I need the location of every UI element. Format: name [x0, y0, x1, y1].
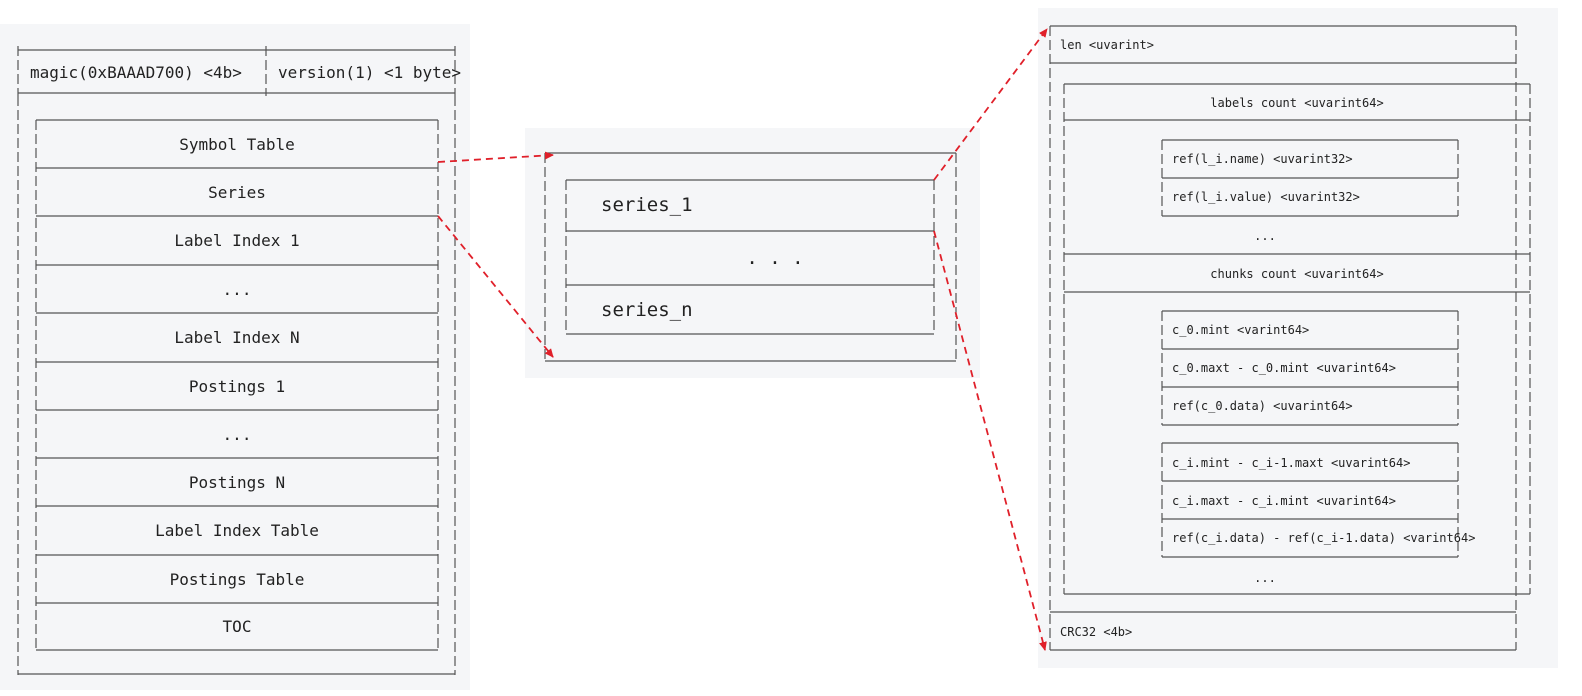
chunki-maxt-label: c_i.maxt - c_i.mint <uvarint64> — [1172, 494, 1396, 508]
series-entry-panel — [1038, 8, 1558, 668]
labels-ellipsis-label: ... — [1254, 229, 1276, 243]
index-section-label: Postings N — [188, 472, 286, 492]
index-section-6: ... — [36, 410, 438, 458]
index-section-label: Label Index N — [174, 328, 300, 347]
index-section-1: Series — [36, 168, 438, 216]
index-section-label: Postings Table — [169, 569, 305, 589]
index-section-label: ... — [222, 424, 252, 444]
label-ref-value: ref(l_i.value) <uvarint32> — [1162, 179, 1458, 215]
labels-count-field: labels count <uvarint64> — [1064, 86, 1530, 120]
arrow-series1-to-entry-bottom — [933, 230, 1047, 651]
index-section-label: ... — [222, 279, 252, 299]
label-ref-value-label: ref(l_i.value) <uvarint32> — [1172, 190, 1360, 204]
chunk0-ref: ref(c_0.data) <uvarint64> — [1162, 388, 1458, 424]
chunk0-maxt: c_0.maxt - c_0.mint <uvarint64> — [1162, 350, 1458, 386]
label-ref-name-label: ref(l_i.name) <uvarint32> — [1172, 152, 1353, 166]
index-section-9: Postings Table — [36, 555, 438, 603]
index-format-panel — [0, 24, 470, 690]
series-entry-ellipsis-label: . . . — [746, 247, 804, 269]
version-field: version(1) <1 byte> — [268, 52, 461, 92]
series-entry-last: series_n — [566, 286, 934, 334]
len-field: len <uvarint> — [1050, 28, 1516, 62]
index-section-8: Label Index Table — [36, 506, 438, 555]
chunki-mint-label: c_i.mint - c_i-1.maxt <uvarint64> — [1172, 456, 1411, 470]
chunks-ellipsis: ... — [1162, 566, 1368, 590]
chunk0-ref-label: ref(c_0.data) <uvarint64> — [1172, 399, 1353, 413]
series-entry-last-label: series_n — [601, 299, 693, 321]
chunki-mint: c_i.mint - c_i-1.maxt <uvarint64> — [1162, 444, 1458, 482]
crc-field: CRC32 <4b> — [1050, 614, 1516, 650]
series-entry-first-label: series_1 — [601, 194, 693, 216]
labels-count-label: labels count <uvarint64> — [1210, 96, 1384, 110]
len-label: len <uvarint> — [1060, 38, 1154, 52]
series-entry-first: series_1 — [566, 180, 934, 230]
index-section-label: Label Index Table — [155, 521, 319, 540]
index-section-4: Label Index N — [36, 313, 438, 362]
index-section-label: Symbol Table — [179, 134, 295, 154]
index-section-2: Label Index 1 — [36, 216, 438, 265]
index-section-7: Postings N — [36, 458, 438, 506]
index-section-label: Label Index 1 — [174, 231, 300, 250]
arrow-series-to-series-end — [437, 215, 554, 358]
chunks-ellipsis-label: ... — [1254, 571, 1276, 585]
index-section-label: TOC — [222, 617, 252, 636]
crc-label: CRC32 <4b> — [1060, 625, 1133, 639]
index-section-0: Symbol Table — [36, 120, 438, 168]
arrow-symbol-to-series — [437, 151, 554, 163]
index-section-3: ... — [36, 265, 438, 313]
chunks-count-field: chunks count <uvarint64> — [1064, 256, 1530, 292]
chunki-ref-label: ref(c_i.data) - ref(c_i-1.data) <varint6… — [1172, 531, 1476, 545]
chunki-ref: ref(c_i.data) - ref(c_i-1.data) <varint6… — [1162, 520, 1475, 556]
index-section-10: TOC — [36, 603, 438, 650]
series-section-panel — [525, 128, 980, 378]
chunki-maxt: c_i.maxt - c_i.mint <uvarint64> — [1162, 482, 1458, 520]
index-section-label: Postings 1 — [188, 376, 286, 396]
label-ref-name: ref(l_i.name) <uvarint32> — [1162, 141, 1458, 177]
chunk0-mint: c_0.mint <varint64> — [1162, 312, 1458, 348]
labels-ellipsis: ... — [1162, 224, 1368, 248]
chunks-count-label: chunks count <uvarint64> — [1210, 267, 1384, 281]
index-section-5: Postings 1 — [36, 362, 438, 410]
chunk0-mint-label: c_0.mint <varint64> — [1172, 323, 1310, 337]
series-entry-ellipsis: . . . — [566, 232, 934, 284]
index-section-label: Series — [208, 182, 266, 202]
chunk0-maxt-label: c_0.maxt - c_0.mint <uvarint64> — [1172, 361, 1396, 375]
arrow-series1-to-entry-top — [933, 28, 1048, 181]
version-label: version(1) <1 byte> — [278, 62, 462, 82]
magic-label: magic(0xBAAAD700) <4b> — [30, 62, 242, 82]
magic-field: magic(0xBAAAD700) <4b> — [20, 52, 266, 92]
